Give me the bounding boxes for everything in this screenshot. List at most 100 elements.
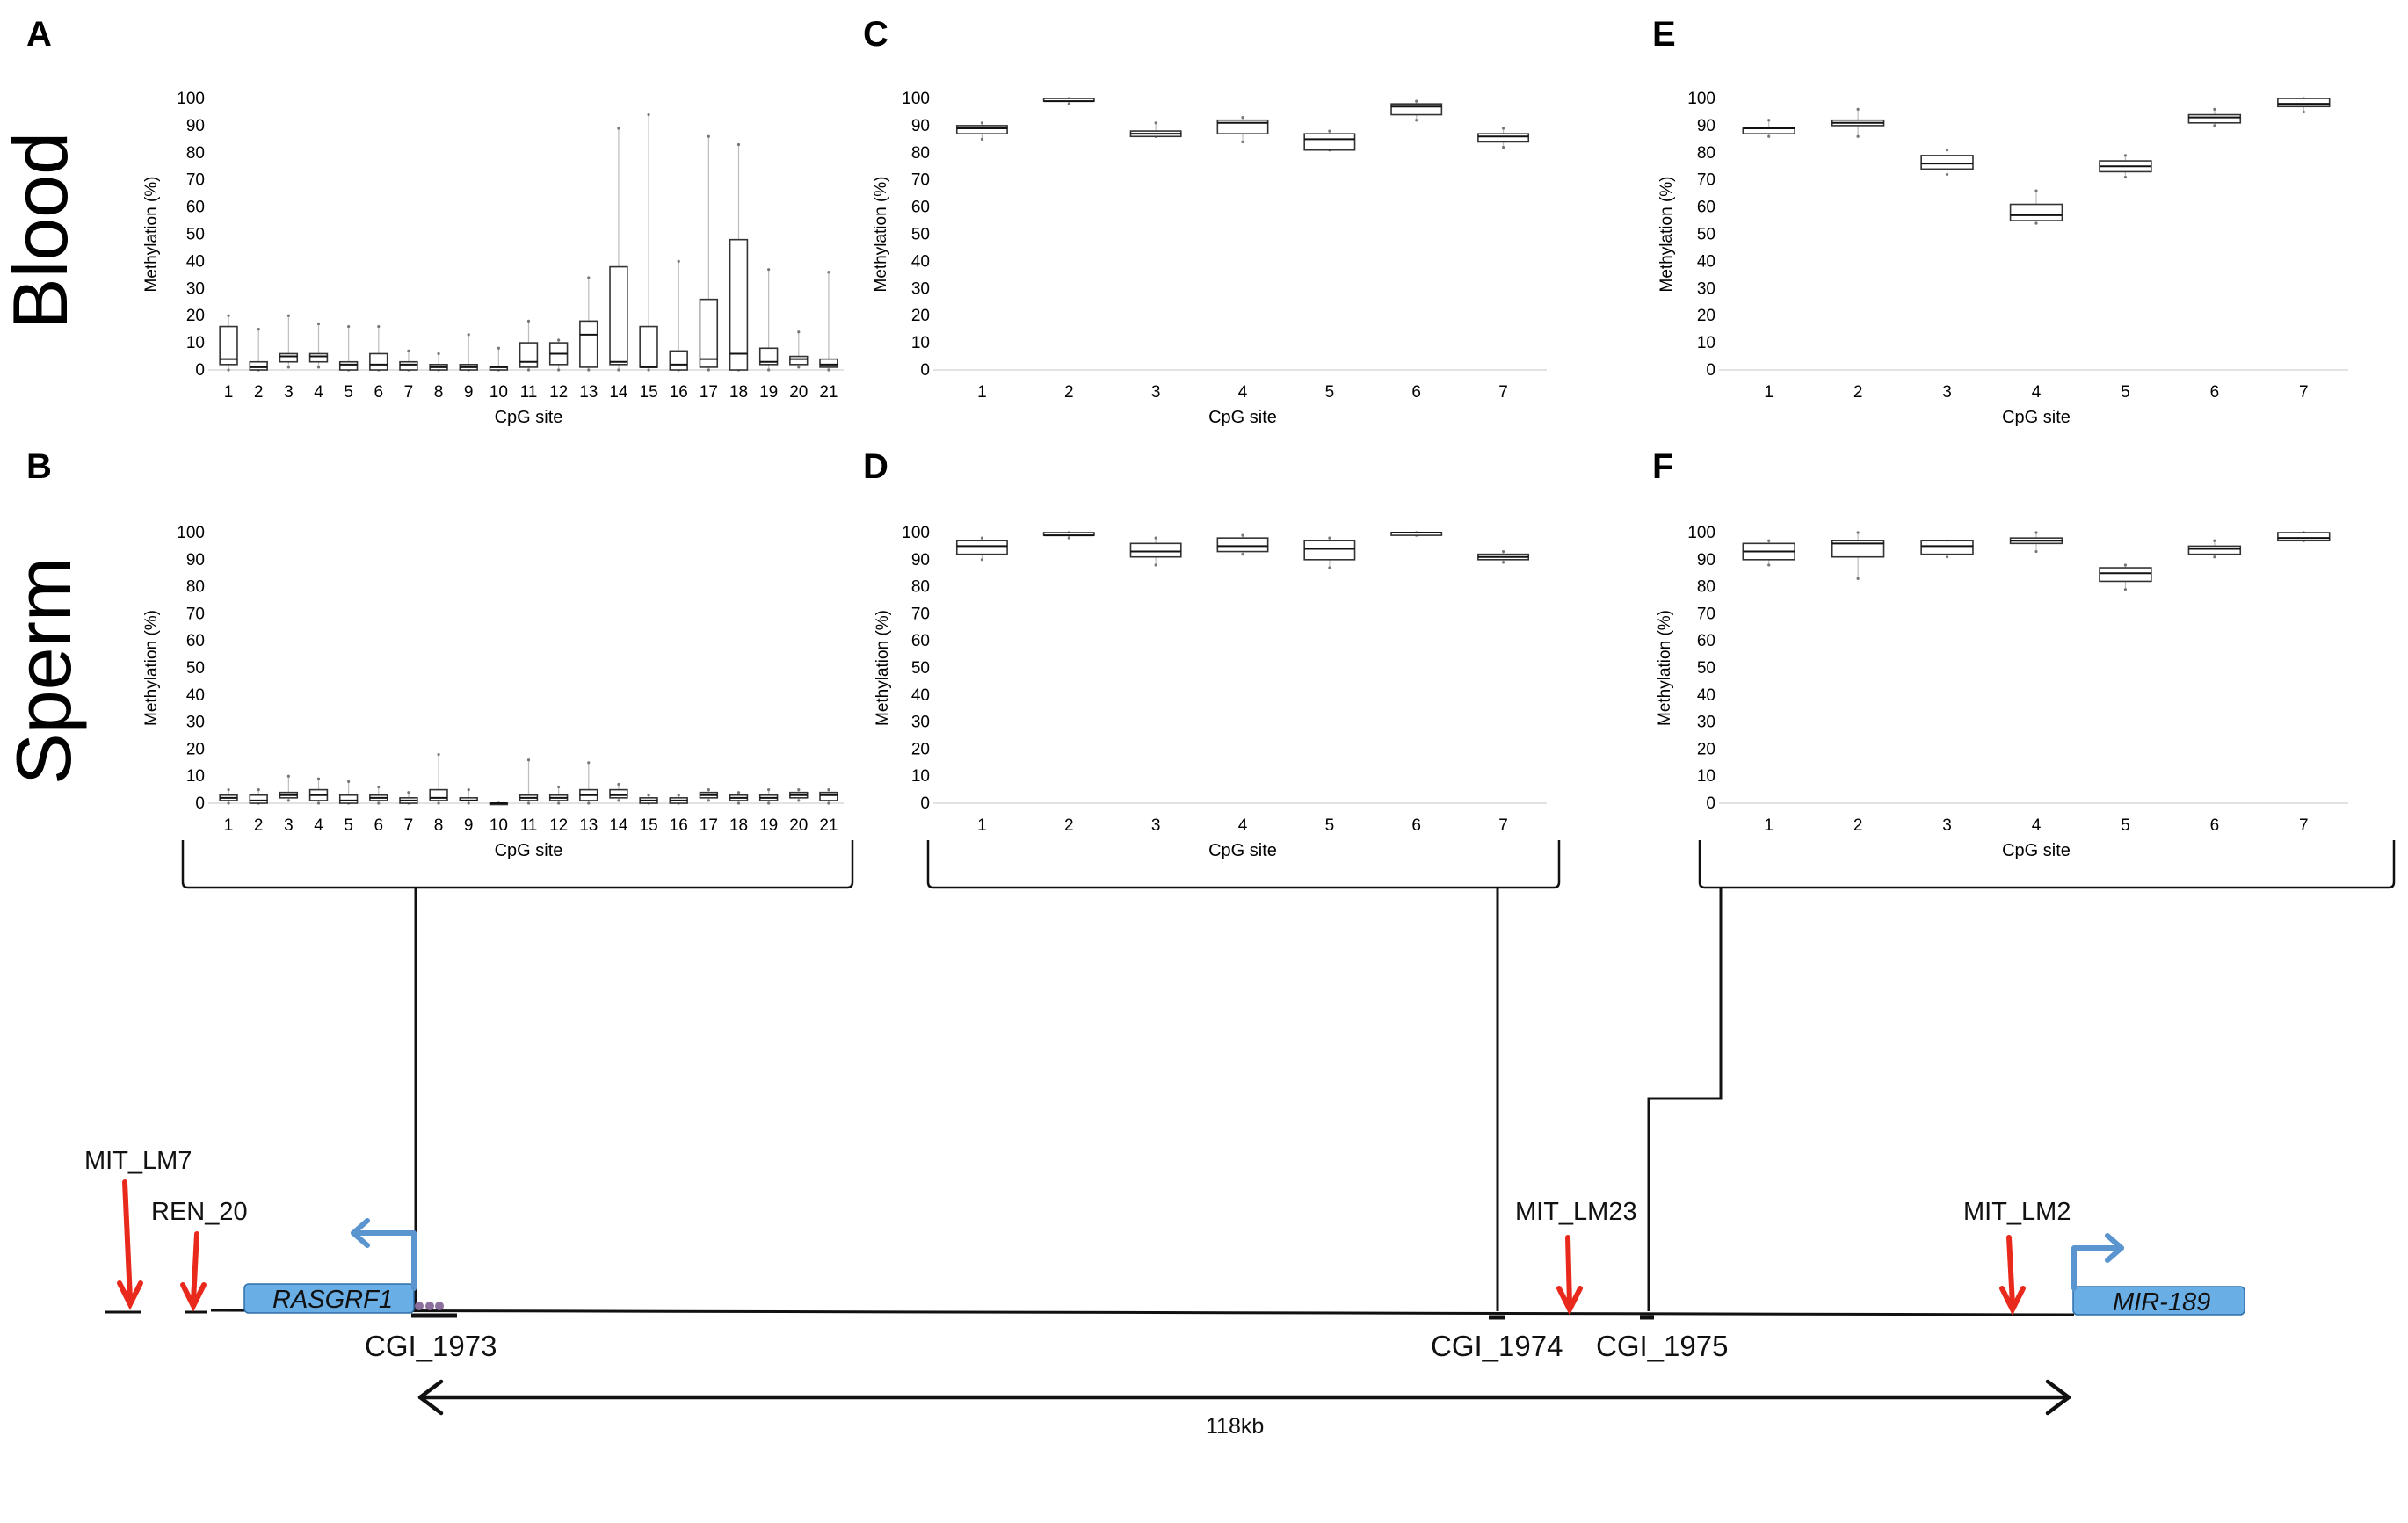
x-tick-label: 20 (789, 816, 808, 835)
x-tick-label: 1 (1764, 383, 1773, 402)
box-3 (1920, 539, 1974, 559)
connector-cgi1975 (1647, 888, 1723, 1311)
whisker-cap-max (1415, 99, 1418, 103)
whisker-cap-min (316, 366, 321, 369)
whisker-cap-max (377, 324, 381, 329)
x-tick-label: 4 (2032, 816, 2042, 835)
whisker-cap-max (767, 268, 771, 272)
box-body (1477, 133, 1530, 143)
gene-rasgrf1-label: RASGRF1 (272, 1286, 393, 1314)
whisker-cap-min (557, 368, 561, 372)
box-body (699, 298, 719, 368)
box-body (519, 342, 539, 368)
box-7 (399, 349, 418, 372)
whisker-cap-max (1501, 549, 1505, 554)
box-body (338, 794, 359, 804)
box-body (955, 540, 1008, 555)
box-15 (639, 794, 658, 805)
whisker-cap-min (1154, 563, 1157, 567)
x-tick-label: 10 (490, 816, 508, 835)
y-tick-label: 0 (1706, 794, 1715, 813)
x-tick-label: 7 (404, 383, 414, 402)
y-axis-label: Methylation (%) (142, 610, 161, 726)
box-3 (1920, 149, 1974, 177)
x-tick-label: 14 (609, 816, 628, 835)
whisker-cap-min (316, 801, 321, 805)
y-tick-label: 90 (186, 117, 205, 135)
whisker-cap-max (767, 788, 771, 792)
whisker-cap-min (617, 368, 620, 372)
whisker-cap-min (227, 801, 230, 805)
box-5 (2099, 563, 2152, 591)
y-tick-label: 10 (911, 334, 930, 352)
y-tick-label: 80 (911, 144, 930, 163)
box-1 (955, 536, 1008, 562)
marker-ren-20-arrow-icon (180, 1231, 207, 1312)
x-tick-label: 3 (284, 383, 294, 402)
whisker-cap-min (1767, 563, 1771, 567)
box-15 (639, 112, 658, 372)
box-body (399, 360, 418, 371)
x-tick-label: 2 (1853, 816, 1863, 835)
whisker-cap-max (227, 788, 230, 792)
y-tick-label: 10 (186, 334, 205, 352)
y-tick-label: 100 (177, 524, 205, 542)
box-1 (955, 121, 1008, 141)
box-21 (819, 271, 838, 372)
box-21 (819, 788, 838, 805)
y-tick-label: 40 (186, 686, 205, 705)
box-14 (609, 127, 628, 372)
whisker-cap-max (797, 788, 801, 792)
whisker-cap-min (1767, 134, 1771, 138)
bracket-F (1698, 840, 2396, 889)
box-7 (2277, 531, 2331, 542)
whisker-cap-min (797, 366, 801, 369)
whisker-cap-min (2213, 124, 2216, 127)
box-body (249, 360, 268, 371)
x-tick-label: 18 (729, 816, 748, 835)
y-tick-label: 50 (911, 226, 930, 244)
whisker-cap-max (1767, 539, 1771, 542)
whisker-cap-max (377, 785, 381, 789)
box-body (1390, 103, 1443, 116)
whisker-cap-max (286, 314, 290, 317)
x-tick-label: 3 (1151, 383, 1161, 402)
whisker-cap-min (1328, 566, 1331, 569)
x-tick-label: 19 (759, 383, 778, 402)
x-tick-label: 7 (1498, 816, 1508, 835)
y-tick-label: 80 (186, 144, 205, 163)
whisker-cap-min (377, 801, 381, 805)
box-6 (1390, 531, 1443, 537)
whisker-cap-min (827, 801, 830, 805)
y-tick-label: 20 (186, 307, 205, 325)
whisker-cap-max (1328, 129, 1331, 133)
x-tick-label: 4 (314, 816, 323, 835)
whisker-cap-min (1945, 172, 1949, 177)
whisker-cap-min (707, 799, 710, 802)
whisker-cap-min (227, 368, 230, 372)
whisker-cap-min (437, 801, 440, 805)
y-tick-label: 70 (911, 605, 930, 623)
box-5 (2099, 154, 2152, 179)
whisker-cap-min (1415, 119, 1418, 122)
x-tick-label: 11 (520, 816, 538, 835)
bracket-D (926, 840, 1561, 889)
whisker-cap-max (286, 774, 290, 778)
y-tick-label: 90 (911, 551, 930, 569)
box-body (2009, 203, 2063, 221)
y-axis-label: Methylation (%) (1657, 177, 1676, 293)
x-tick-label: 16 (670, 383, 688, 402)
cgi-mark-icon (425, 1302, 434, 1310)
box-12 (548, 785, 569, 805)
whisker-cap-min (286, 799, 290, 802)
x-tick-label: 4 (2032, 383, 2042, 402)
box-1 (1742, 119, 1795, 138)
box-body (955, 125, 1008, 134)
y-tick-label: 40 (1697, 686, 1715, 705)
y-tick-label: 50 (186, 659, 205, 678)
x-tick-label: 5 (344, 816, 353, 835)
marker-mit-lm2-arrow-icon (1999, 1235, 2026, 1316)
whisker-cap-min (767, 368, 771, 372)
box-1 (1742, 539, 1795, 567)
